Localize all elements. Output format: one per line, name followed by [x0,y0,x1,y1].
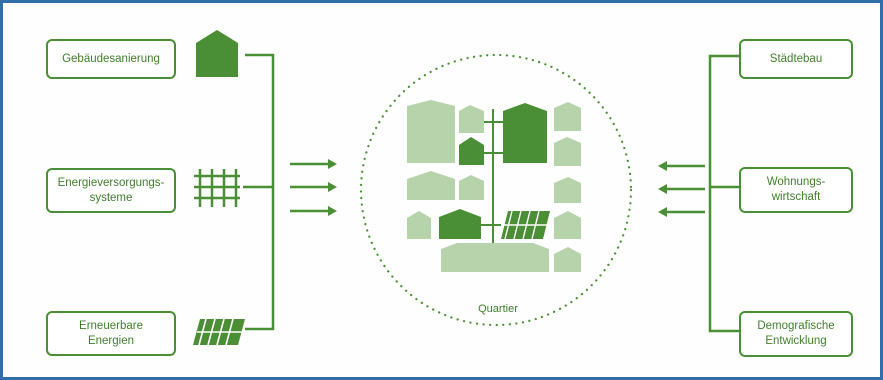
box-erneuerbare-energien: Erneuerbare Energien [46,311,176,356]
box-staedtebau: Städtebau [739,39,853,79]
house-icon [196,30,238,77]
diagram-graphics [193,30,739,346]
grid-icon [194,169,240,207]
quartier-buildings [407,100,581,272]
arrows-in-left [290,159,337,216]
right-connector [708,54,739,333]
quartier-label: Quartier [478,303,518,315]
box-gebaeudesanierung: Gebäudesanierung [46,39,176,79]
arrows-in-right [658,161,705,217]
left-connector [243,53,275,331]
quartier-circle [359,53,633,327]
box-energieversorgungssysteme: Energieversorgungs- systeme [46,168,176,213]
box-demografische-entwicklung: Demografische Entwicklung [739,311,853,357]
box-wohnungswirtschaft: Wohnungs- wirtschaft [739,167,853,213]
solar-panel-icon [193,318,245,346]
